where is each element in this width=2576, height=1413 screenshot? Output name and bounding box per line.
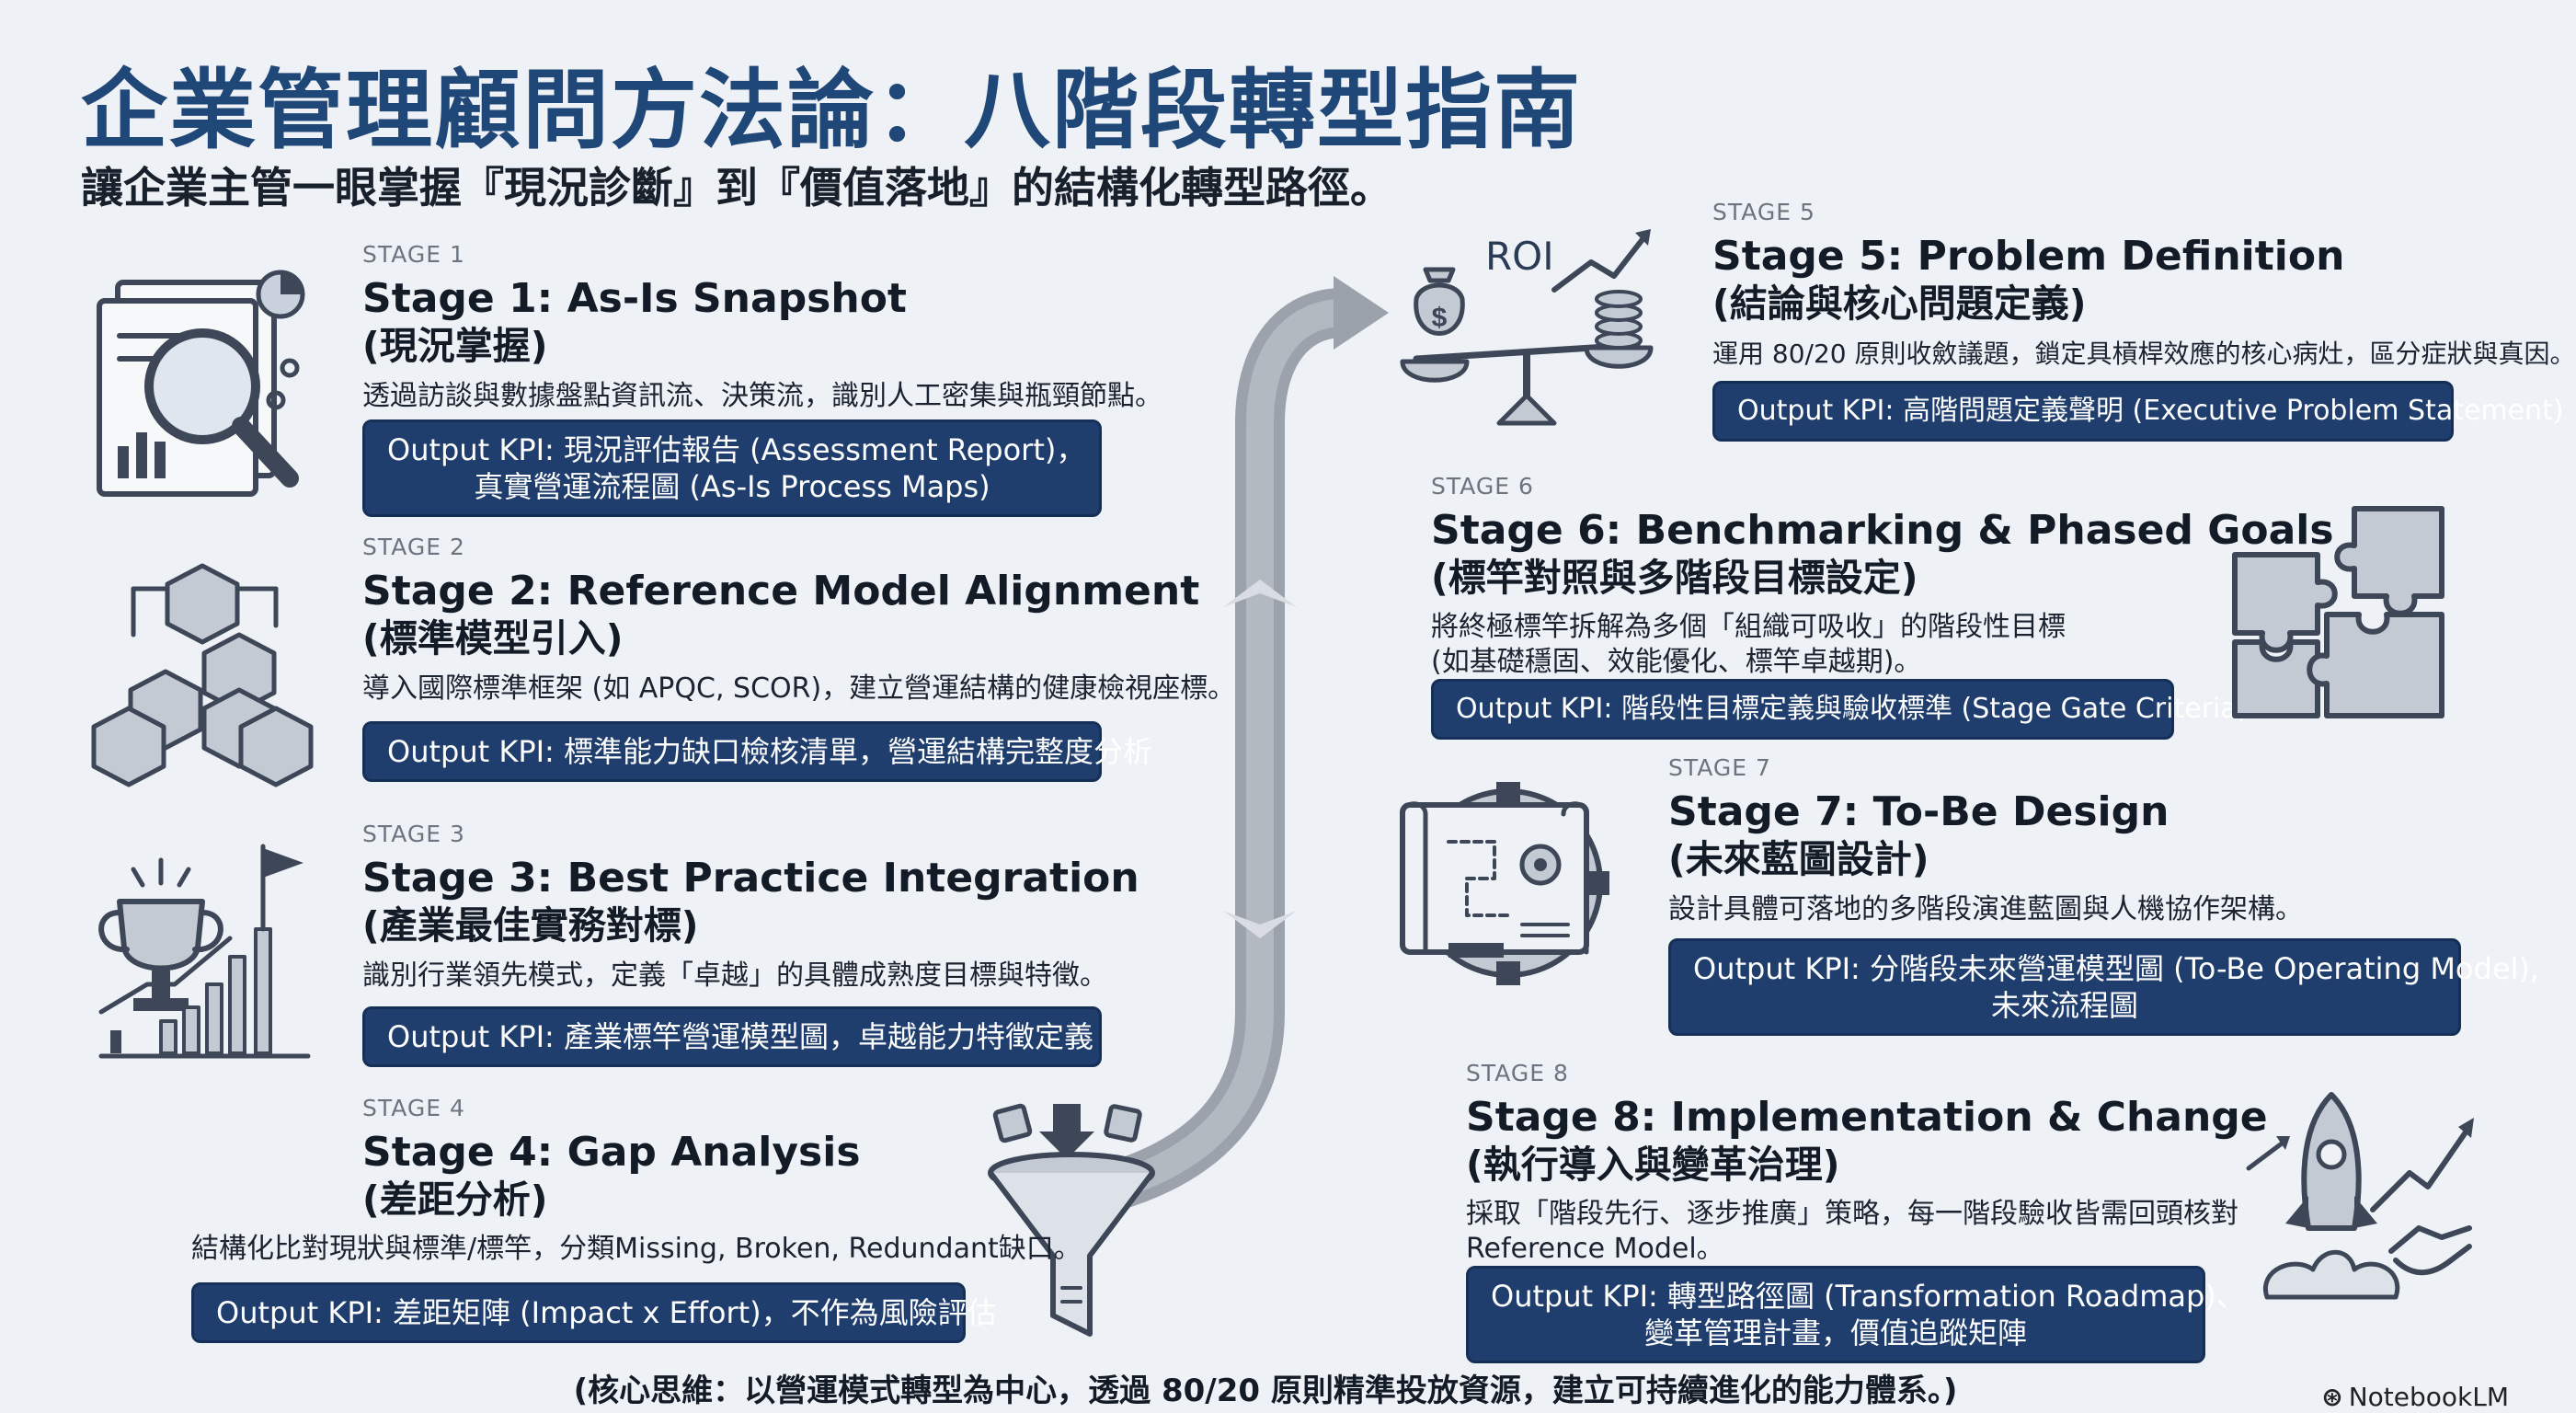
stage-5-kpi: Output KPI: 高階問題定義聲明 (Executive Problem … (1712, 381, 2564, 442)
roi-label: ROI (1485, 234, 1554, 279)
stage-label: STAGE 8 (1466, 1060, 1569, 1086)
stage-label: STAGE 4 (362, 1095, 465, 1121)
rocket-handshake-icon (2246, 1092, 2474, 1300)
stage-title-zh: (標準模型引入) (362, 616, 624, 661)
brand-notebooklm: ⊛NotebookLM (2321, 1382, 2509, 1412)
stage-4-kpi: Output KPI: 差距矩陣 (Impact x Effort)，不作為風險… (191, 1282, 997, 1343)
kpi-line: Output KPI: 轉型路徑圖 (Transformation Roadma… (1491, 1279, 2246, 1314)
stage-title-zh: (結論與核心問題定義) (1712, 281, 2087, 326)
stage-desc: 採取「階段先行、逐步推廣」策略，每一階段驗收皆需回頭核對 (1466, 1198, 2238, 1230)
stage-label: STAGE 3 (362, 821, 465, 847)
stage-2-kpi: Output KPI: 標準能力缺口檢核清單，營運結構完整度分析 (362, 721, 1152, 782)
stage-desc: 結構化比對現狀與標準/標竿，分類Missing, Broken, Redunda… (191, 1233, 1082, 1265)
stage-7-kpi: Output KPI: 分階段未來營運模型圖 (To-Be Operating … (1668, 938, 2539, 1036)
stage-3: STAGE 3 Stage 3: Best Practice Integrati… (362, 821, 1139, 994)
stage-label: STAGE 1 (362, 241, 465, 268)
flow-connector-arrow (1088, 276, 1389, 1212)
stage-title-en: Stage 7: To-Be Design (1668, 788, 2170, 835)
stage-title-en: Stage 3: Best Practice Integration (362, 855, 1139, 902)
notebooklm-logo-icon: ⊛ (2321, 1382, 2343, 1412)
puzzle-icon (2232, 506, 2444, 718)
magnifier-report-icon (97, 270, 305, 497)
stage-desc: 運用 80/20 原則收斂議題，鎖定具槓桿效應的核心病灶，區分症狀與真因。 (1712, 339, 2576, 369)
stage-1-kpi: Output KPI: 現況評估報告 (Assessment Report)， … (362, 419, 1102, 517)
stage-title-en: Stage 8: Implementation & Change (1466, 1094, 2268, 1141)
blueprint-gear-icon (1400, 782, 1609, 985)
svg-text:$: $ (1432, 303, 1448, 333)
stage-title-zh: (未來藍圖設計) (1668, 837, 1929, 881)
cube-stack-icon (91, 563, 314, 787)
stage-desc: 識別行業領先模式，定義「卓越」的具體成熟度目標與特徵。 (362, 959, 1107, 992)
kpi-line: Output KPI: 差距矩陣 (Impact x Effort)，不作為風險… (216, 1295, 997, 1330)
stage-6-kpi: Output KPI: 階段性目標定義與驗收標準 (Stage Gate Cri… (1431, 679, 2248, 740)
stage-label: STAGE 2 (362, 534, 465, 560)
kpi-line: Output KPI: 標準能力缺口檢核清單，營運結構完整度分析 (387, 734, 1153, 769)
stage-2: STAGE 2 Stage 2: Reference Model Alignme… (362, 534, 1235, 707)
funnel-icon (988, 1103, 1155, 1337)
stage-desc: 透過訪談與數據盤點資訊流、決策流，識別人工密集與瓶頸節點。 (362, 380, 1162, 412)
stage-title-zh: (差距分析) (362, 1178, 548, 1222)
trophy-growth-icon (98, 844, 311, 1059)
kpi-line: Output KPI: 分階段未來營運模型圖 (To-Be Operating … (1693, 951, 2540, 986)
stage-8-kpi: Output KPI: 轉型路徑圖 (Transformation Roadma… (1466, 1266, 2246, 1363)
stage-title-en: Stage 2: Reference Model Alignment (362, 568, 1200, 615)
stage-desc: 設計具體可落地的多階段演進藍圖與人機協作架構。 (1668, 893, 2303, 925)
kpi-line: 未來流程圖 (1990, 988, 2138, 1023)
stage-4: STAGE 4 Stage 4: Gap Analysis (差距分析) (362, 1095, 861, 1223)
stage-title-en: Stage 6: Benchmarking & Phased Goals (1431, 507, 2334, 554)
kpi-line: Output KPI: 產業標竿營運模型圖，卓越能力特徵定義 (387, 1019, 1094, 1054)
footer-core-thinking: (核心思維：以營運模式轉型為中心，透過 80/20 原則精準投放資源，建立可持續… (573, 1373, 1958, 1409)
stage-title-zh: (標竿對照與多階段目標設定) (1431, 556, 1918, 600)
kpi-line: 變革管理計畫，價值追蹤矩陣 (1643, 1315, 2027, 1350)
stage-3-kpi: Output KPI: 產業標竿營運模型圖，卓越能力特徵定義 (362, 1006, 1102, 1067)
stage-desc: (如基礎穩固、效能優化、標竿卓越期)。 (1431, 646, 1922, 678)
stage-title-en: Stage 4: Gap Analysis (362, 1129, 861, 1176)
stage-title-zh: (現況掌握) (362, 324, 548, 368)
stage-label: STAGE 5 (1712, 199, 1815, 225)
roi-scale-icon: $ (1400, 229, 1654, 426)
stage-4-desc-row: 結構化比對現狀與標準/標竿，分類Missing, Broken, Redunda… (191, 1222, 1082, 1268)
stage-title-en: Stage 5: Problem Definition (1712, 233, 2345, 280)
stage-6: STAGE 6 Stage 6: Benchmarking & Phased G… (1431, 473, 2334, 680)
kpi-line: Output KPI: 階段性目標定義與驗收標準 (Stage Gate Cri… (1456, 693, 2249, 725)
stage-title-zh: (執行導入與變革治理) (1466, 1143, 1840, 1187)
stage-desc: Reference Model。 (1466, 1233, 1724, 1265)
stage-label: STAGE 7 (1668, 754, 1771, 781)
stage-5: STAGE 5 Stage 5: Problem Definition (結論與… (1712, 199, 2576, 373)
stage-desc: 導入國際標準框架 (如 APQC, SCOR)，建立營運結構的健康檢視座標。 (362, 672, 1236, 705)
stage-8: STAGE 8 Stage 8: Implementation & Change… (1466, 1060, 2268, 1267)
page-subtitle: 讓企業主管一眼掌握『現況診斷』到『價值落地』的結構化轉型路徑。 (81, 163, 1392, 213)
stage-7: STAGE 7 Stage 7: To-Be Design (未來藍圖設計) 設… (1668, 754, 2303, 928)
kpi-line: Output KPI: 現況評估報告 (Assessment Report)， (387, 432, 1086, 467)
stage-title-zh: (產業最佳實務對標) (362, 903, 699, 948)
kpi-line: 真實營運流程圖 (As-Is Process Maps) (474, 469, 990, 504)
stage-title-en: Stage 1: As-Is Snapshot (362, 275, 907, 322)
brand-name: NotebookLM (2348, 1382, 2509, 1412)
page-title: 企業管理顧問方法論：八階段轉型指南 (81, 61, 1583, 161)
kpi-line: Output KPI: 高階問題定義聲明 (Executive Problem … (1737, 395, 2564, 427)
stage-1: STAGE 1 Stage 1: As-Is Snapshot (現況掌握) 透… (362, 241, 1162, 415)
stage-label: STAGE 6 (1431, 473, 1534, 500)
stage-desc: 將終極標竿拆解為多個「組織可吸收」的階段性目標 (1431, 611, 2066, 643)
